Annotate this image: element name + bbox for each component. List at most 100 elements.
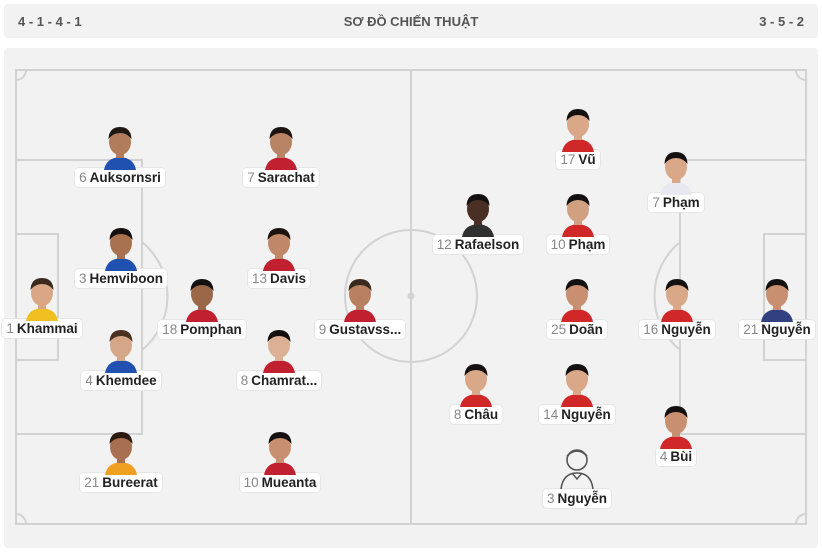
player-name: Phạm [568, 237, 606, 252]
player-name: Nguyễn [561, 407, 611, 422]
home-goal-box [15, 233, 59, 361]
player-photo [557, 274, 597, 322]
player-number: 25 [551, 322, 567, 337]
player-number: 13 [251, 271, 267, 286]
player-number: 6 [79, 170, 87, 185]
player-photo [100, 122, 140, 170]
player-photo [101, 325, 141, 373]
player-name: Vũ [578, 152, 596, 167]
player-name: Khemdee [95, 373, 157, 388]
player-photo [340, 274, 380, 322]
player-number: 21 [84, 475, 100, 490]
player-number: 3 [546, 491, 555, 506]
player-name: Sarachat [257, 170, 315, 185]
player-photo [656, 147, 696, 195]
center-circle [344, 229, 478, 363]
home-formation: 4 - 1 - 4 - 1 [18, 14, 82, 29]
player-number: 10 [243, 475, 259, 490]
player-name: Doãn [569, 322, 603, 337]
player-photo [757, 274, 797, 322]
player-name: Pomphan [180, 322, 242, 337]
player-name: Bùi [670, 449, 693, 464]
player-name: Rafaelson [454, 237, 520, 252]
player-number: 4 [85, 373, 93, 388]
player-number: 10 [550, 237, 566, 252]
away-formation: 3 - 5 - 2 [759, 14, 804, 29]
player-photo [657, 274, 697, 322]
player-photo [22, 273, 62, 321]
player-photo [557, 359, 597, 407]
player-number: 8 [453, 407, 462, 422]
player-name: Hemviboon [89, 271, 164, 286]
player-photo [260, 427, 300, 475]
player-name: Phạm [662, 195, 700, 210]
player-photo [656, 401, 696, 449]
player-name: Mueanta [261, 475, 317, 490]
player-number: 1 [6, 321, 14, 336]
player-photo [456, 359, 496, 407]
player-number: 3 [78, 271, 87, 286]
corner-arc [795, 69, 807, 81]
lineup-title: SƠ ĐỒ CHIẾN THUẬT [343, 14, 479, 29]
player-number: 16 [643, 322, 659, 337]
player-photo [558, 189, 598, 237]
player-photo [101, 427, 141, 475]
player-photo [259, 223, 299, 271]
player-placeholder-icon [557, 443, 597, 491]
player-photo [259, 325, 299, 373]
player-number: 8 [240, 373, 249, 388]
player-name: Châu [464, 407, 499, 422]
player-name: Nguyễn [557, 491, 608, 506]
player-name: Davis [270, 271, 307, 286]
player-name: Chamrat... [251, 373, 318, 388]
player-number: 12 [436, 237, 452, 252]
corner-arc [15, 69, 27, 81]
center-spot [407, 292, 415, 300]
player-number: 7 [652, 195, 660, 210]
player-number: 7 [247, 170, 255, 185]
player-photo [558, 104, 598, 152]
away-goal-box [763, 233, 807, 361]
